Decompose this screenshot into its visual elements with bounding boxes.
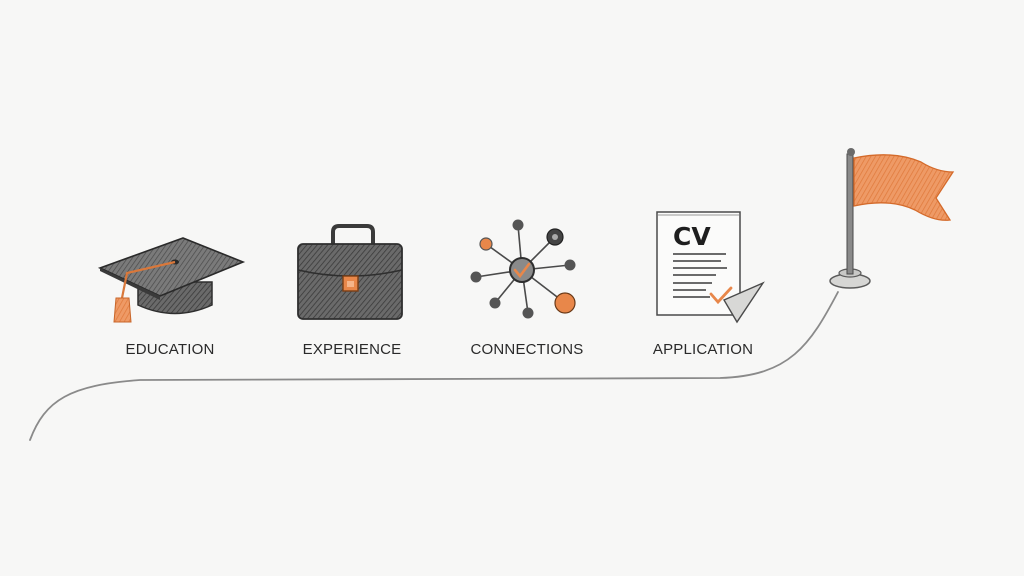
cv-document-icon: CV bbox=[657, 212, 763, 322]
goal-flag-icon bbox=[830, 148, 953, 288]
step-label-application: APPLICATION bbox=[653, 341, 753, 358]
step-label-education: EDUCATION bbox=[125, 341, 214, 358]
network-icon bbox=[471, 220, 576, 319]
graduation-cap-icon bbox=[100, 238, 243, 322]
briefcase-icon bbox=[298, 226, 402, 319]
cv-heading: CV bbox=[673, 222, 711, 251]
step-label-connections: CONNECTIONS bbox=[470, 341, 583, 358]
step-label-experience: EXPERIENCE bbox=[303, 341, 402, 358]
